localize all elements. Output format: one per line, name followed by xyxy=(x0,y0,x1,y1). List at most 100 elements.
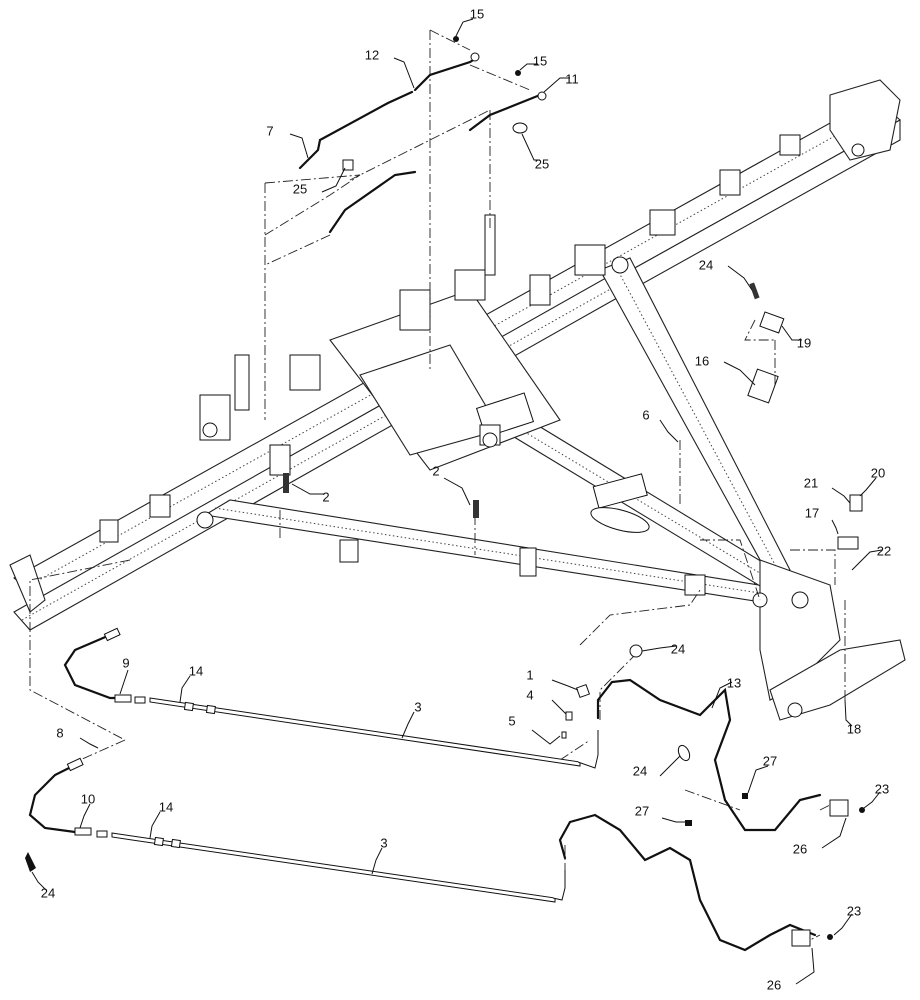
callout-label: 3 xyxy=(380,835,387,850)
callout-leader xyxy=(711,681,733,709)
callout-leader xyxy=(289,133,309,159)
tie-24d xyxy=(25,852,36,872)
callout-label: 15 xyxy=(533,53,547,68)
hitch-bracket xyxy=(592,473,648,509)
bracket-b xyxy=(269,444,291,476)
union-d xyxy=(170,838,181,849)
hose-12 xyxy=(413,55,480,92)
toolbar-beam-lower-hidden xyxy=(21,277,631,621)
callout-25: 25 xyxy=(293,167,346,196)
callout-23: 23 xyxy=(863,781,889,809)
callout-label: 4 xyxy=(526,687,533,702)
hose-10-fitting-top xyxy=(66,757,84,772)
callout-17: 17 xyxy=(805,505,839,535)
assembly-line-7 xyxy=(264,174,361,236)
callout-label: 25 xyxy=(293,181,307,196)
callout-label: 14 xyxy=(159,799,173,814)
tube-3a-elbow xyxy=(577,730,599,769)
callout-3: 3 xyxy=(371,835,388,875)
callout-label: 23 xyxy=(847,903,861,918)
callout-label: 16 xyxy=(695,353,709,368)
callout-label: 11 xyxy=(565,71,579,86)
callout-leader xyxy=(661,817,685,823)
callout-18: 18 xyxy=(844,699,861,736)
callout-label: 27 xyxy=(763,753,777,768)
spring-2b xyxy=(473,500,479,518)
clip-4 xyxy=(565,711,573,721)
fitting-12 xyxy=(470,52,480,62)
callout-label: 24 xyxy=(41,885,55,900)
callout-12: 12 xyxy=(365,47,415,89)
callout-label: 26 xyxy=(793,841,807,856)
bracket-n xyxy=(519,547,537,577)
union-b xyxy=(205,704,216,715)
assembly-line-1 xyxy=(579,589,701,646)
callout-leader xyxy=(723,361,756,386)
callout-26: 26 xyxy=(767,947,815,992)
callout-leader xyxy=(149,811,161,839)
springs xyxy=(283,282,760,518)
callout-label: 24 xyxy=(633,763,647,778)
hose-10 xyxy=(28,763,87,834)
assembly-line-15a-top xyxy=(429,29,471,51)
callout-leader xyxy=(551,679,579,691)
callout-label: 20 xyxy=(871,465,885,480)
pivot-a xyxy=(202,422,218,438)
callout-14: 14 xyxy=(179,663,203,703)
callout-10: 10 xyxy=(79,791,95,829)
callout-13: 13 xyxy=(711,675,741,709)
callout-leader xyxy=(543,77,570,93)
hose-10-fitting-bottom xyxy=(74,827,92,836)
callout-leader xyxy=(844,699,853,727)
callout-leader xyxy=(79,737,99,749)
callout-leader xyxy=(851,549,883,571)
bracket-d xyxy=(399,289,431,331)
callout-label: 17 xyxy=(805,505,819,520)
upper-hoses xyxy=(298,36,547,234)
callout-11: 11 xyxy=(543,71,579,93)
assembly-line-hitch xyxy=(700,539,761,601)
callout-15: 15 xyxy=(455,6,484,37)
dust-cap-23b xyxy=(827,934,833,940)
callout-leader xyxy=(781,325,802,341)
callout-label: 13 xyxy=(727,675,741,690)
beam-brackets xyxy=(99,134,801,608)
callout-label: 10 xyxy=(81,791,95,806)
hose-13a xyxy=(596,678,822,832)
callout-label: 12 xyxy=(365,47,379,62)
callout-leader xyxy=(831,487,851,504)
union-a xyxy=(183,701,194,712)
callout-leader xyxy=(321,167,346,193)
bracket-m xyxy=(339,539,359,563)
plug-15b xyxy=(515,70,521,76)
callout-leader xyxy=(79,803,91,829)
tube-3b-elbow xyxy=(552,870,566,901)
bracket-i xyxy=(719,169,741,196)
assembly-line-hose-7 xyxy=(264,234,331,266)
callout-label: 21 xyxy=(804,475,818,490)
toolbar-left-end xyxy=(9,554,46,613)
connector-plate xyxy=(837,536,859,550)
callout-26: 26 xyxy=(793,817,847,856)
callout-leader xyxy=(531,729,561,745)
coupler-14b xyxy=(96,830,108,838)
callout-leader xyxy=(519,63,538,71)
hose-11 xyxy=(468,93,542,132)
callout-16: 16 xyxy=(695,353,756,386)
assembly-lines xyxy=(29,29,846,946)
callout-4: 4 xyxy=(526,687,567,715)
assembly-line-9 xyxy=(29,559,131,741)
callout-leader xyxy=(179,675,191,703)
callout-label: 1 xyxy=(526,667,533,682)
bracket-c xyxy=(289,354,321,391)
callout-leader xyxy=(795,947,815,985)
lower-hose-assembly-2 xyxy=(25,757,833,952)
fitting-11 xyxy=(537,91,547,101)
callout-leader xyxy=(659,419,679,443)
callout-label: 27 xyxy=(635,803,649,818)
assembly-line-8 xyxy=(79,739,126,761)
callout-leader xyxy=(833,913,853,936)
callout-label: 2 xyxy=(432,463,439,478)
